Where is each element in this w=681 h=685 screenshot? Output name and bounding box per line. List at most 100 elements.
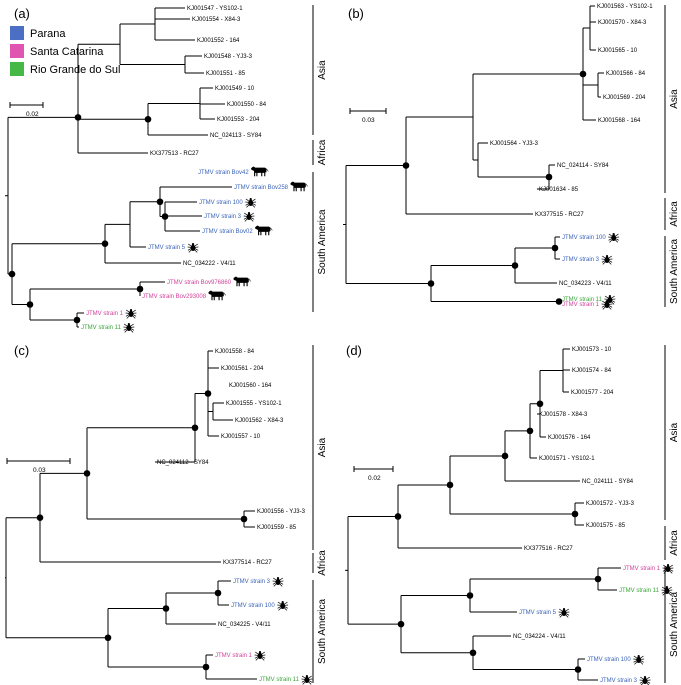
- tick-icon: [639, 675, 651, 685]
- tree-node: [204, 390, 212, 397]
- legend-swatch: [10, 44, 24, 58]
- tick-icon: [276, 600, 289, 611]
- tip-label: KJ001634 - 85: [539, 187, 579, 193]
- tip-label: JTMV strain Bov02: [202, 229, 253, 235]
- tip-label: NC_024114 - SY84: [557, 163, 609, 169]
- tree-node: [161, 213, 169, 220]
- legend-label: Rio Grande do Sul: [30, 64, 121, 76]
- tree-node: [8, 270, 16, 278]
- scale-value: 0.02: [368, 475, 381, 482]
- tree-node: [73, 316, 81, 324]
- tree-node: [427, 280, 435, 287]
- tree-node: [579, 70, 587, 78]
- tree-node: [101, 240, 109, 247]
- scale-value: 0.03: [33, 467, 46, 474]
- region-label: Africa: [669, 530, 680, 556]
- tip-label: JTMV strain 100: [199, 200, 243, 206]
- tip-label: JTMV strain 100: [587, 657, 631, 663]
- region-label: South America: [669, 239, 680, 304]
- tree-panel: (d) 0.02 KJ001573 - 10 KJ001574 - 84 KJ00157…: [345, 343, 680, 685]
- tip-label: KJ001548 - YJ3-3: [204, 54, 253, 60]
- tree-node: [36, 514, 44, 521]
- tip-label: KJ001570 - X84-3: [598, 20, 647, 26]
- tree-node: [551, 244, 559, 252]
- tip-label: JTMV strain 5: [148, 245, 186, 251]
- tree-node: [136, 285, 144, 293]
- tip-label: KJ001571 - YS102-1: [539, 456, 595, 462]
- tip-label: JTMV strain Bov42: [198, 170, 249, 176]
- tip-label: KJ001553 - 204: [217, 117, 260, 123]
- tip-label: JTMV strain Bov293008: [142, 294, 207, 300]
- tip-label: KJ001564 - YJ3-3: [490, 141, 539, 147]
- cow-icon: [233, 276, 251, 287]
- tip-label: KJ001574 - 84: [572, 368, 612, 374]
- tick-icon: [244, 197, 257, 208]
- region-label: South America: [317, 209, 328, 274]
- tree-node: [571, 510, 579, 518]
- tip-label: NC_034222 - V4/11: [183, 261, 236, 267]
- tick-icon: [187, 242, 199, 253]
- tip-label: KJ001566 - 84: [606, 71, 646, 77]
- tick-icon: [254, 650, 266, 661]
- region-label: Asia: [669, 89, 680, 109]
- tree-node: [214, 589, 222, 597]
- tip-label: KJ001551 - 85: [206, 71, 246, 77]
- region-label: Africa: [669, 201, 680, 227]
- scale-value: 0.02: [26, 111, 39, 118]
- tree-node: [594, 575, 602, 583]
- tree-node: [26, 301, 34, 308]
- tree-node: [574, 666, 582, 673]
- panel-label: (c): [14, 343, 29, 358]
- tip-label: KX377516 - RC27: [524, 546, 573, 552]
- tree-node: [536, 400, 544, 408]
- tree-node: [144, 115, 152, 123]
- tip-label: JTMV strain 1: [623, 566, 661, 572]
- tip-label: KJ001554 - X84-3: [192, 17, 241, 23]
- tip-label: KJ001560 - 164: [229, 383, 272, 389]
- tip-label: JTMV strain 3: [600, 678, 638, 684]
- tip-label: NC_024112 - SY84: [157, 460, 209, 466]
- tick-icon: [123, 322, 135, 333]
- panel-label: (d): [346, 343, 362, 358]
- legend-label: Santa Catarina: [30, 46, 104, 58]
- tick-icon: [662, 563, 674, 574]
- region-label: Asia: [317, 60, 328, 80]
- tip-label: KJ001549 - 10: [215, 86, 255, 92]
- tip-label: JTMV strain 1: [86, 311, 124, 317]
- legend-swatch: [10, 26, 24, 40]
- tick-icon: [607, 232, 620, 243]
- tip-label: KJ001561 - 204: [221, 366, 264, 372]
- region-label: Africa: [317, 550, 328, 576]
- tip-label: NC_024111 - SY84: [582, 479, 634, 485]
- tip-label: JTMV strain 3: [204, 214, 242, 220]
- region-label: South America: [317, 599, 328, 664]
- tip-label: KJ001569 - 204: [603, 95, 646, 101]
- region-label: Asia: [669, 422, 680, 442]
- region-label: South America: [669, 592, 680, 657]
- tree-node: [162, 605, 170, 612]
- region-label: Asia: [317, 437, 328, 457]
- tick-icon: [243, 211, 255, 222]
- tip-label: JTMV strain 1: [562, 302, 600, 308]
- tick-icon: [125, 308, 137, 319]
- tree-node: [545, 173, 553, 181]
- tip-label: JTMV strain 11: [81, 325, 122, 331]
- tip-label: JTMV strain 100: [562, 235, 606, 241]
- tip-label: KJ001552 - 164: [197, 38, 240, 44]
- tick-icon: [601, 254, 613, 265]
- tip-label: JTMV strain 11: [562, 297, 603, 303]
- tree-node: [402, 162, 410, 169]
- tip-label: JTMV strain 11: [259, 677, 300, 683]
- tip-label: KJ001559 - 85: [257, 525, 297, 531]
- cow-icon: [208, 290, 226, 301]
- tip-label: KJ001573 - 10: [572, 347, 612, 353]
- legend-swatch: [10, 62, 24, 76]
- tree-node: [74, 114, 82, 121]
- tree-node: [83, 470, 91, 477]
- tip-label: JTMV strain 5: [519, 610, 557, 616]
- tick-icon: [558, 607, 570, 618]
- tick-icon: [272, 576, 284, 587]
